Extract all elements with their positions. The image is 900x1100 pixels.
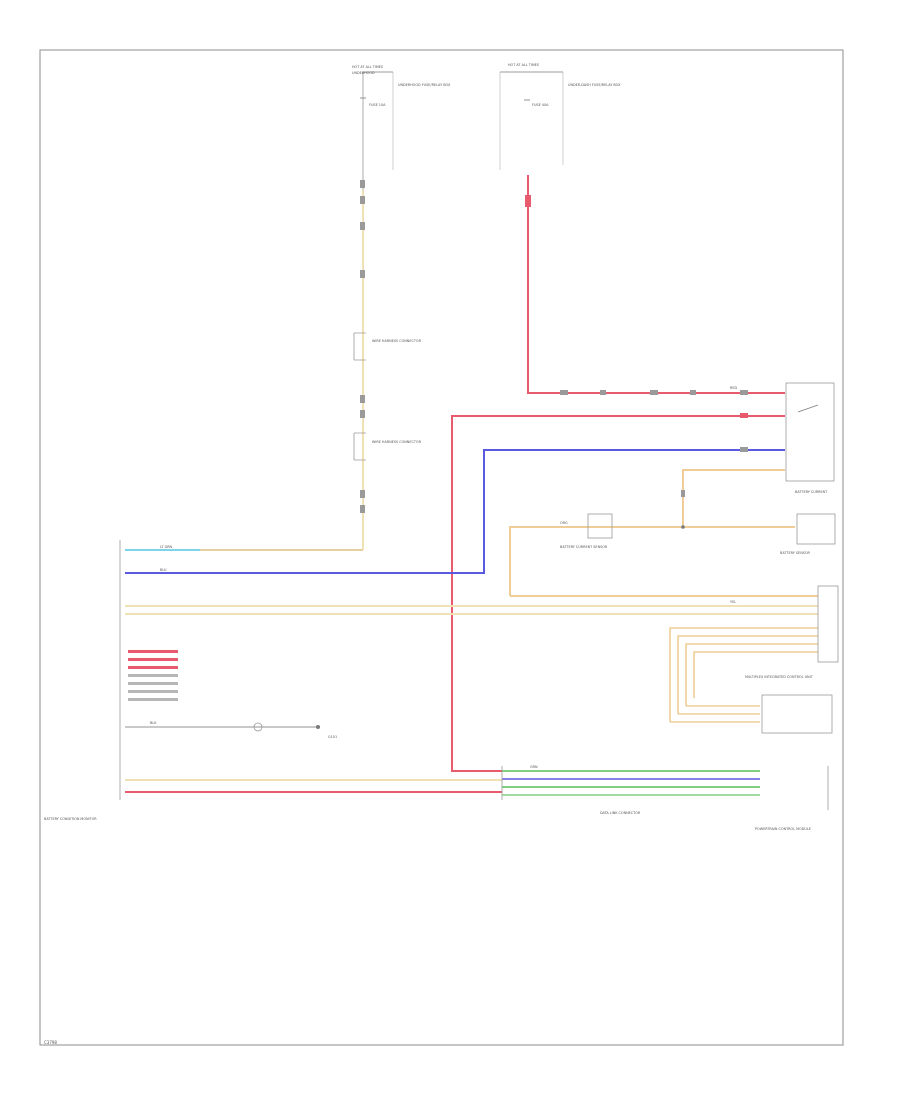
top-right-power-source: HOT AT ALL TIMES FUSE 40A UNDER-DASH FUS… xyxy=(499,63,621,170)
top-left-source-sub: UNDERHOOD xyxy=(352,71,375,75)
connector-mid: WIRE HARNESS CONNECTOR xyxy=(353,332,422,361)
module-right-label: MULTIPLEX INTEGRATED CONTROL UNIT xyxy=(745,675,814,679)
bottom-right-label: POWERTRAIN CONTROL MODULE xyxy=(755,827,811,831)
wire-blue xyxy=(125,449,785,574)
top-right-source-title: HOT AT ALL TIMES xyxy=(508,63,539,67)
sensor-mid: BATTERY CURRENT SENSOR xyxy=(560,513,613,549)
code-grn: GRN xyxy=(530,765,538,769)
diagram-frame xyxy=(39,49,844,1046)
top-right-source-desc: UNDER-DASH FUSE/RELAY BOX xyxy=(568,83,621,87)
wire-bundle-module xyxy=(669,627,818,723)
wire-orange-sensor xyxy=(509,526,795,596)
connector-lower-label: WIRE HARNESS CONNECTOR xyxy=(372,440,422,444)
code-org: ORG xyxy=(560,521,568,525)
code-red: RED xyxy=(730,386,737,390)
module-right: MULTIPLEX INTEGRATED CONTROL UNIT xyxy=(745,675,833,734)
wire-red-secondary xyxy=(451,415,785,772)
bottom-center-label: DATA LINK CONNECTOR xyxy=(600,811,641,815)
top-left-source-desc: UNDERHOOD FUSE/RELAY BOX xyxy=(398,83,451,87)
top-right-fuse-label: FUSE 40A xyxy=(532,103,549,107)
relay-right: BATTERY CURRENT xyxy=(785,382,835,494)
wire-orange-top xyxy=(682,469,785,527)
sensor-mid-label: BATTERY CURRENT SENSOR xyxy=(560,545,608,549)
code-blk: BLK xyxy=(150,721,157,725)
wire-red-main xyxy=(527,175,785,394)
code-lt-grn: LT GRN xyxy=(160,545,173,549)
connector-mid-label: WIRE HARNESS CONNECTOR xyxy=(372,339,422,343)
ecm-left-label: BATTERY CONDITION MONITOR xyxy=(44,817,97,821)
ecm-stubs xyxy=(128,650,178,701)
top-left-fuse-label: FUSE 10A xyxy=(369,103,386,107)
sensor-right-label: BATTERY SENSOR xyxy=(780,551,811,555)
connector-lower: WIRE HARNESS CONNECTOR xyxy=(353,432,422,461)
wire-marks-left xyxy=(360,180,365,513)
ground-lower-label: G101 xyxy=(328,735,337,739)
sensor-right: BATTERY SENSOR xyxy=(780,513,836,555)
top-left-source-title: HOT AT ALL TIMES xyxy=(352,65,383,69)
wire-marks-red xyxy=(560,390,748,395)
code-blu: BLU xyxy=(160,568,167,572)
page-id: C3798 xyxy=(44,1040,57,1045)
connector-right-block xyxy=(817,585,839,663)
code-yel: YEL xyxy=(730,600,736,604)
top-left-power-source: HOT AT ALL TIMES UNDERHOOD FUSE 10A UNDE… xyxy=(352,65,451,190)
ecm-left: BATTERY CONDITION MONITOR xyxy=(44,540,121,821)
relay-right-label: BATTERY CURRENT xyxy=(795,490,828,494)
